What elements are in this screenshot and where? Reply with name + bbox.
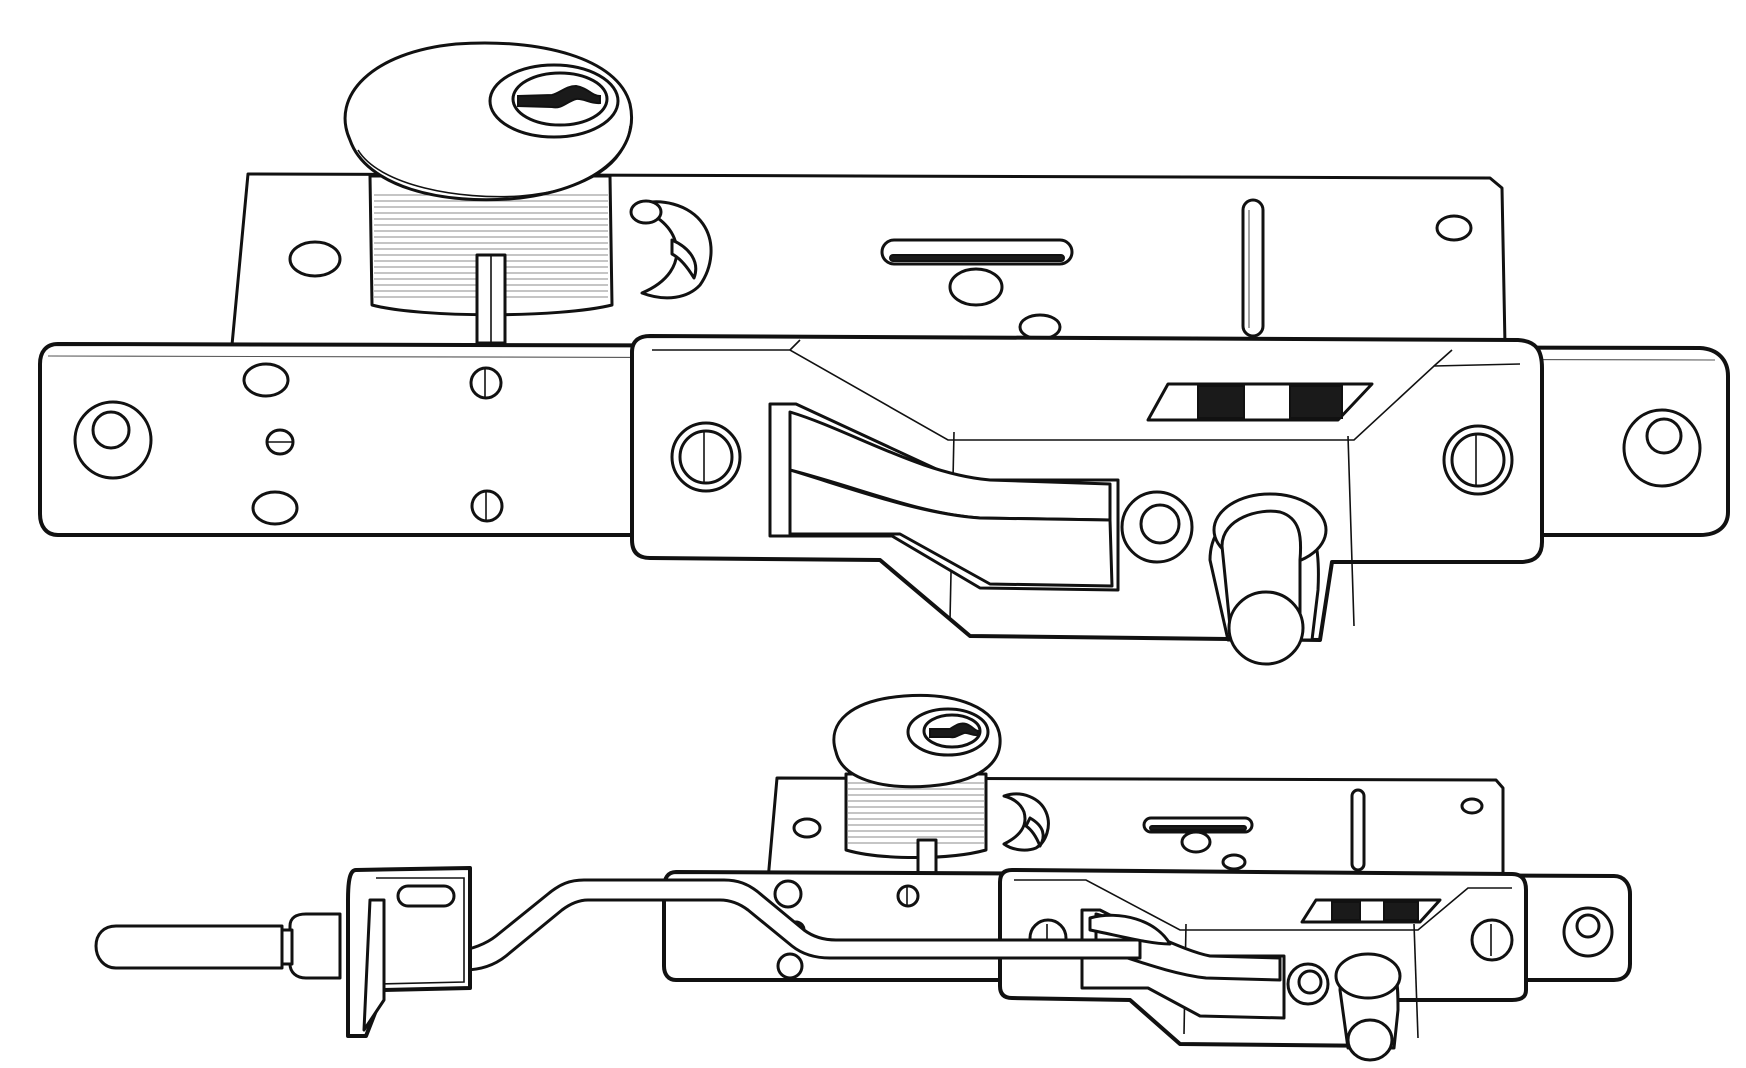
faceplate-mount-hole-right — [1645, 417, 1683, 455]
keyhole-icon — [517, 84, 601, 109]
vertical-pin — [1241, 198, 1265, 338]
deadbolt-post-end — [1227, 590, 1305, 666]
faceplate-screw-lower — [470, 489, 504, 523]
latch-slot-shadow — [889, 254, 1065, 262]
rod-pin — [94, 924, 284, 970]
connecting-rod — [408, 878, 1142, 974]
keyhole-small-icon — [929, 722, 979, 739]
case-hole-center — [948, 267, 1004, 307]
deadbolt-post-end-small — [1346, 1018, 1394, 1062]
case-hole-top-right — [1435, 214, 1473, 242]
mortise-lock-detail — [38, 41, 1730, 666]
case-hole-left — [288, 240, 342, 278]
case-hole-small — [1018, 313, 1062, 341]
mortise-lock-with-connecting-rod — [94, 693, 1632, 1062]
faceplate-screw-upper — [469, 366, 503, 400]
rod-connector — [288, 912, 342, 980]
bracket-slot — [396, 884, 456, 908]
faceplate-mount-hole-left — [91, 410, 131, 450]
